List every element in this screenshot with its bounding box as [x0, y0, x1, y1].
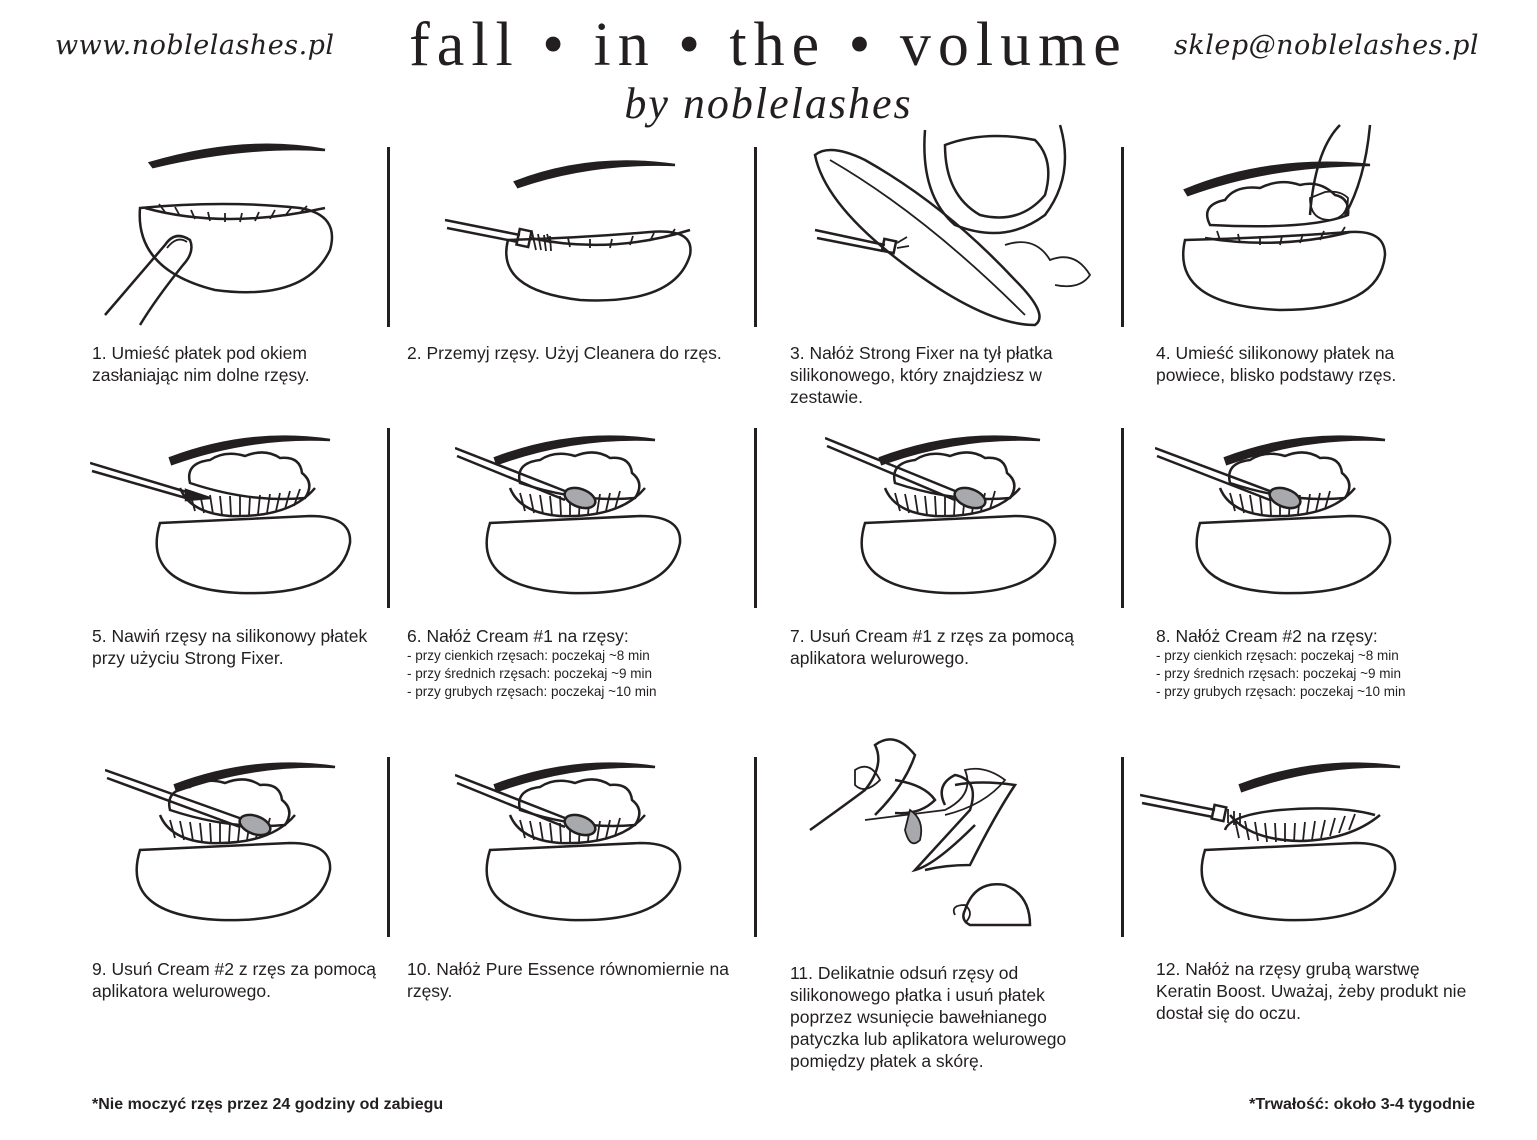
- column-divider: [387, 428, 390, 608]
- step-6: 6. Nałóż Cream #1 na rzęsy: - przy cienk…: [407, 625, 727, 701]
- column-divider: [754, 428, 757, 608]
- step-text: 7. Usuń Cream #1 z rzęs za pomocą aplika…: [790, 626, 1075, 668]
- keratin-brush-icon: [1140, 762, 1401, 922]
- silicone-pad-glue-icon: [813, 124, 1092, 327]
- step-text: 3. Nałóż Strong Fixer na tył płatka sili…: [790, 343, 1053, 407]
- email-link[interactable]: sklep@noblelashes.pl: [1174, 30, 1479, 61]
- step-11: 11. Delikatnie odsuń rzęsy od silikonowe…: [790, 962, 1105, 1072]
- step-text: 9. Usuń Cream #2 z rzęs za pomocą aplika…: [92, 959, 377, 1001]
- apply-cream-icon: [1155, 435, 1392, 595]
- remove-cream-icon: [825, 435, 1057, 595]
- remove-pad-icon: [809, 738, 1032, 927]
- step-12: 12. Nałóż na rzęsy grubą warstwę Keratin…: [1156, 958, 1476, 1024]
- step-2: 2. Przemyj rzęsy. Użyj Cleanera do rzęs.: [407, 342, 727, 364]
- step-text: 11. Delikatnie odsuń rzęsy od silikonowe…: [790, 963, 1067, 1071]
- step-text: 5. Nawiń rzęsy na silikonowy płatek przy…: [92, 626, 368, 668]
- column-divider: [387, 757, 390, 937]
- apply-essence-icon: [455, 762, 682, 922]
- apply-cream-icon: [455, 435, 682, 595]
- step-text: 1. Umieść płatek pod okiem zasłaniając n…: [92, 343, 310, 385]
- column-divider: [1121, 147, 1124, 327]
- column-divider: [1121, 757, 1124, 937]
- footer-note-left: *Nie moczyć rzęs przez 24 godziny od zab…: [92, 1096, 444, 1113]
- page-title: fall • in • the • volume: [409, 11, 1128, 79]
- step-text: 4. Umieść silikonowy płatek na powiece, …: [1156, 343, 1397, 385]
- step-10: 10. Nałóż Pure Essence równomiernie na r…: [407, 958, 737, 1002]
- step-subtext: - przy cienkich rzęsach: poczekaj ~8 min: [1156, 648, 1399, 663]
- step-3: 3. Nałóż Strong Fixer na tył płatka sili…: [790, 342, 1100, 408]
- column-divider: [754, 147, 757, 327]
- cleaning-brush-icon: [444, 160, 692, 302]
- step-1: 1. Umieść płatek pod okiem zasłaniając n…: [92, 342, 362, 386]
- step-text: 2. Przemyj rzęsy. Użyj Cleanera do rzęs.: [407, 343, 722, 363]
- website-link[interactable]: www.noblelashes.pl: [55, 30, 335, 61]
- step-text: 6. Nałóż Cream #1 na rzęsy:: [407, 626, 629, 646]
- column-divider: [1121, 428, 1124, 608]
- step-4: 4. Umieść silikonowy płatek na powiece, …: [1156, 342, 1446, 386]
- lash-wrap-icon: [90, 435, 352, 595]
- step-subtext: - przy grubych rzęsach: poczekaj ~10 min: [407, 684, 657, 699]
- step-text: 12. Nałóż na rzęsy grubą warstwę Keratin…: [1156, 959, 1467, 1023]
- step-subtext: - przy cienkich rzęsach: poczekaj ~8 min: [407, 648, 650, 663]
- step-8: 8. Nałóż Cream #2 na rzęsy: - przy cienk…: [1156, 625, 1476, 701]
- step-7: 7. Usuń Cream #1 z rzęs za pomocą aplika…: [790, 625, 1090, 669]
- column-divider: [754, 757, 757, 937]
- step-subtext: - przy średnich rzęsach: poczekaj ~9 min: [1156, 666, 1401, 681]
- step-9: 9. Usuń Cream #2 z rzęs za pomocą aplika…: [92, 958, 377, 1002]
- under-eye-patch-icon: [104, 143, 334, 326]
- step-subtext: - przy grubych rzęsach: poczekaj ~10 min: [1156, 684, 1406, 699]
- remove-cream-icon: [105, 762, 336, 922]
- step-5: 5. Nawiń rzęsy na silikonowy płatek przy…: [92, 625, 372, 669]
- page-subtitle: by noblelashes: [624, 79, 913, 128]
- footer-note-right: *Trwałość: około 3-4 tygodnie: [1249, 1096, 1475, 1113]
- step-text: 8. Nałóż Cream #2 na rzęsy:: [1156, 626, 1378, 646]
- column-divider: [387, 147, 390, 327]
- place-silicone-pad-icon: [1182, 124, 1387, 312]
- step-subtext: - przy średnich rzęsach: poczekaj ~9 min: [407, 666, 652, 681]
- step-text: 10. Nałóż Pure Essence równomiernie na r…: [407, 959, 729, 1001]
